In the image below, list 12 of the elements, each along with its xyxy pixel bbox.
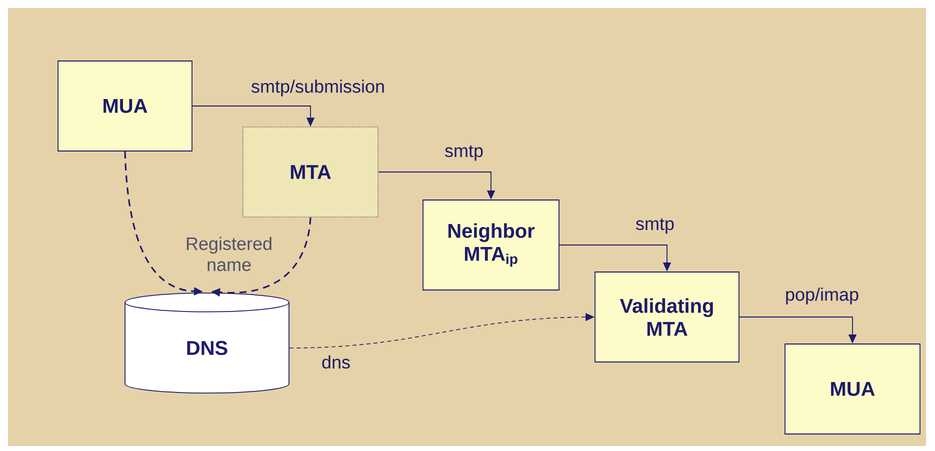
process-box: Validating MTA — [594, 272, 740, 362]
process-box: MUA — [58, 60, 192, 152]
process-box: MTA — [242, 126, 378, 218]
edge-label: smtp/submission — [250, 78, 386, 98]
edge-label: pop/imap — [784, 286, 860, 306]
edge-label: smtp — [634, 217, 676, 235]
note-label: Registered name — [186, 236, 272, 272]
database-cylinder: DNS — [124, 292, 290, 394]
edge-label: dns — [320, 354, 352, 370]
process-box: MUA — [784, 344, 920, 434]
edge-label: smtp — [444, 144, 484, 162]
process-box: Neighbor MTA$_{ip}$ — [422, 200, 560, 290]
